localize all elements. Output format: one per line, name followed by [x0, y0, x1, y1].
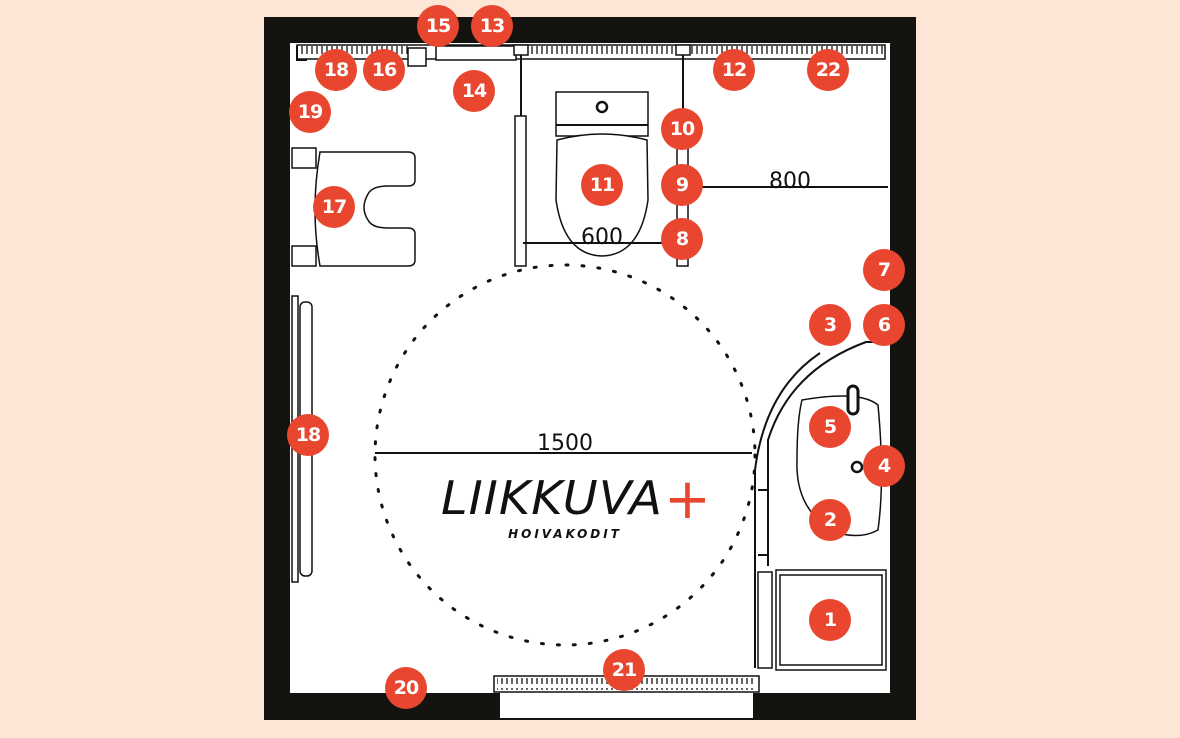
marker-14: 14	[453, 70, 495, 112]
marker-13: 13	[471, 5, 513, 47]
marker-11: 11	[581, 164, 623, 206]
marker-4: 4	[863, 445, 905, 487]
svg-text:1: 1	[824, 609, 836, 631]
marker-22: 22	[807, 49, 849, 91]
svg-text:16: 16	[372, 59, 397, 81]
marker-17: 17	[313, 186, 355, 228]
svg-text:18: 18	[324, 59, 349, 81]
marker-16: 16	[363, 49, 405, 91]
svg-text:14: 14	[462, 80, 487, 102]
dimension-600: 600	[523, 225, 665, 250]
logo-plus: +	[664, 467, 711, 532]
storage-cabinet	[757, 569, 887, 671]
marker-6: 6	[863, 304, 905, 346]
svg-text:8: 8	[676, 228, 689, 250]
svg-text:20: 20	[394, 677, 419, 699]
svg-text:18: 18	[296, 424, 321, 446]
marker-18-wall: 18	[287, 414, 329, 456]
logo-wordmark: LIIKKUVA	[441, 471, 663, 525]
marker-1: 1	[809, 599, 851, 641]
marker-19: 19	[289, 91, 331, 133]
svg-text:9: 9	[676, 174, 688, 196]
marker-3: 3	[809, 304, 851, 346]
svg-text:12: 12	[722, 59, 746, 81]
shower-seat	[291, 147, 416, 267]
marker-5: 5	[809, 406, 851, 448]
marker-12: 12	[713, 49, 755, 91]
svg-text:21: 21	[612, 659, 636, 681]
svg-text:4: 4	[878, 455, 891, 477]
marker-2: 2	[809, 499, 851, 541]
marker-21: 21	[603, 649, 645, 691]
liikkuva-logo: LIIKKUVA + HOIVAKODIT	[441, 467, 711, 541]
svg-text:3: 3	[824, 314, 836, 336]
svg-text:15: 15	[426, 15, 450, 37]
door-opening	[500, 693, 753, 718]
turning-circle	[373, 263, 757, 647]
marker-18-top: 18	[315, 49, 357, 91]
marker-20: 20	[385, 667, 427, 709]
svg-text:22: 22	[816, 59, 840, 81]
svg-text:6: 6	[878, 314, 891, 336]
svg-text:17: 17	[322, 196, 346, 218]
dimension-1500: 1500	[375, 431, 752, 456]
marker-8: 8	[661, 218, 703, 260]
dimension-800: 800	[690, 169, 888, 194]
grab-bar-left	[513, 44, 529, 267]
dimension-label: 600	[581, 225, 623, 250]
dimension-label: 1500	[537, 431, 593, 456]
shower-fixture	[296, 45, 517, 67]
svg-text:19: 19	[298, 101, 322, 123]
marker-10: 10	[661, 108, 703, 150]
marker-7: 7	[863, 249, 905, 291]
marker-9: 9	[661, 164, 703, 206]
marker-15: 15	[417, 5, 459, 47]
svg-text:2: 2	[824, 509, 836, 531]
svg-text:11: 11	[590, 174, 614, 196]
svg-text:13: 13	[480, 15, 504, 37]
logo-subtitle: HOIVAKODIT	[508, 527, 622, 541]
svg-text:10: 10	[670, 118, 695, 140]
dimension-label: 800	[769, 169, 811, 194]
svg-text:5: 5	[824, 416, 836, 438]
svg-text:7: 7	[878, 259, 890, 281]
